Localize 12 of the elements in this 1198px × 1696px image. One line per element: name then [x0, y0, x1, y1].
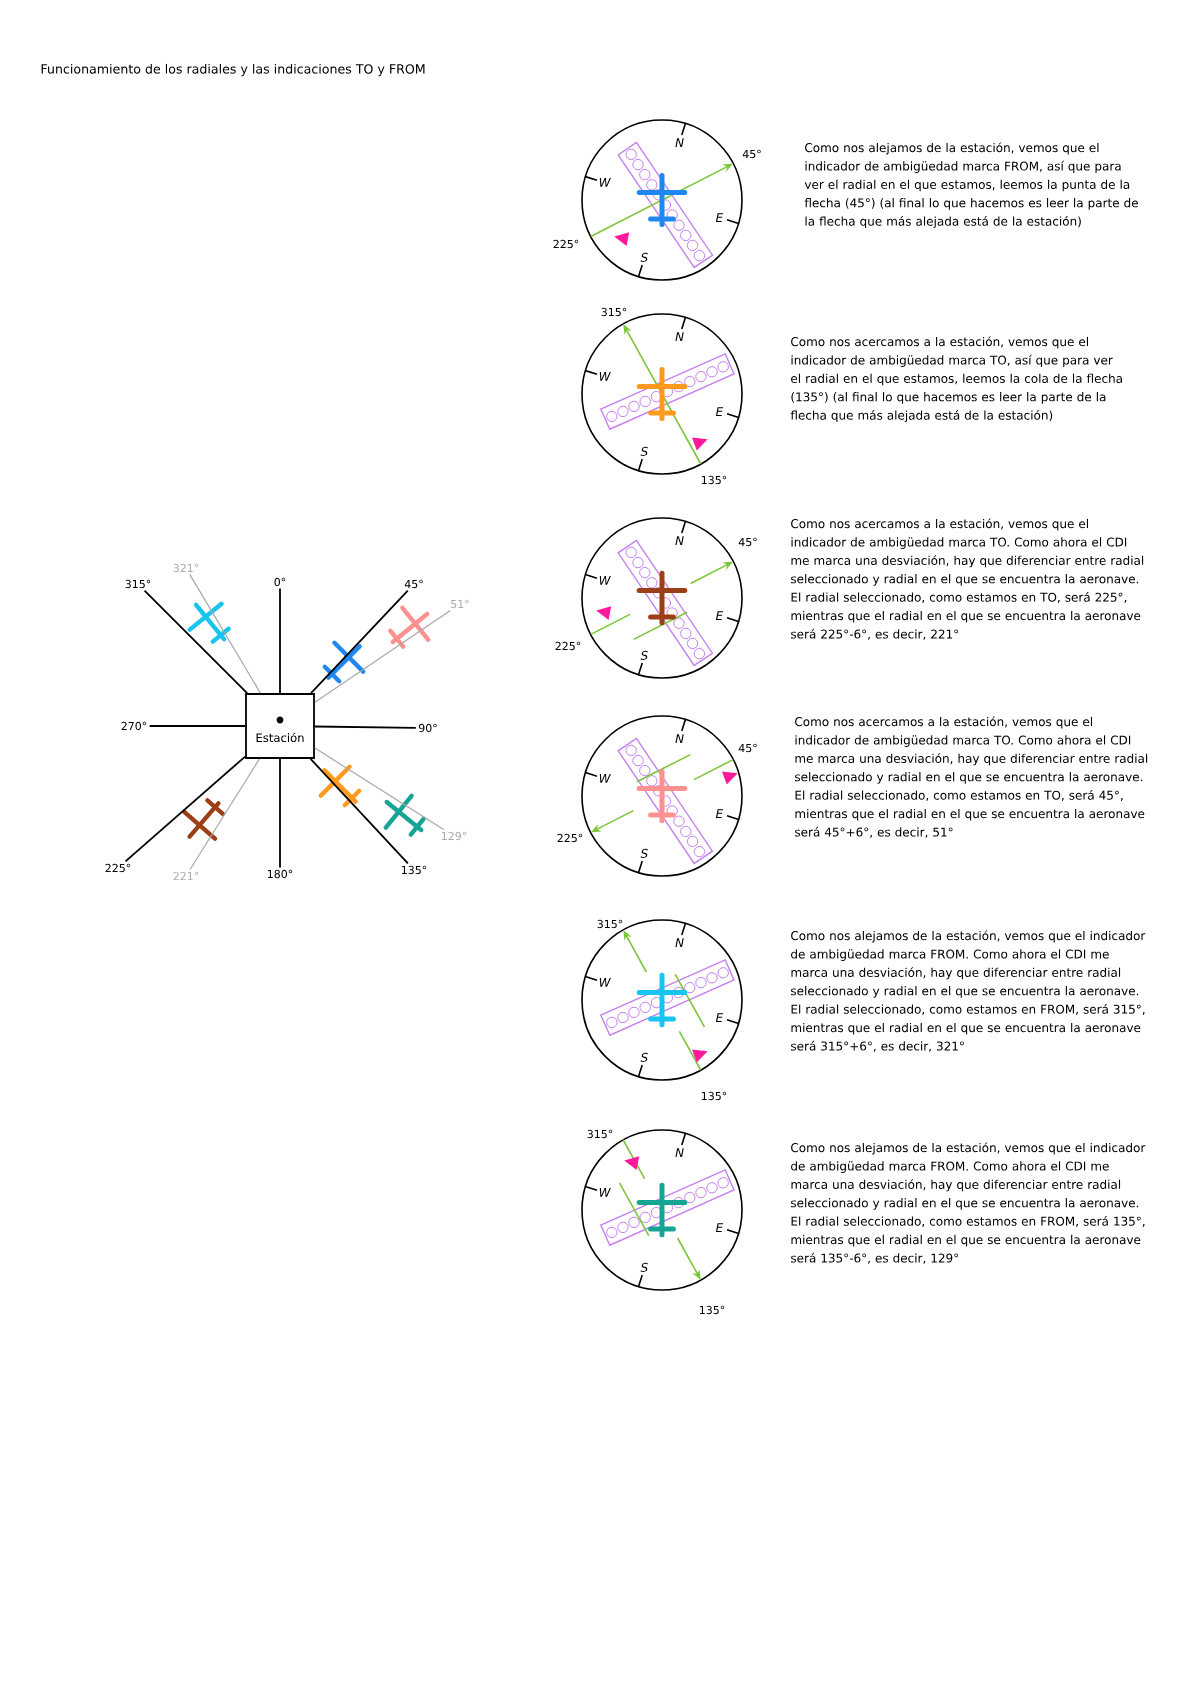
radial-line — [189, 758, 260, 871]
radial-line — [148, 725, 246, 727]
radial-line — [279, 587, 281, 694]
radial-line — [314, 609, 451, 703]
radial-line — [279, 758, 281, 869]
radial-line — [314, 725, 417, 729]
radial-line — [309, 758, 409, 865]
radial-line — [124, 755, 246, 863]
radial-line — [310, 589, 409, 694]
radial-line — [189, 573, 262, 694]
radial-line — [143, 589, 248, 694]
radial-line — [314, 747, 445, 831]
